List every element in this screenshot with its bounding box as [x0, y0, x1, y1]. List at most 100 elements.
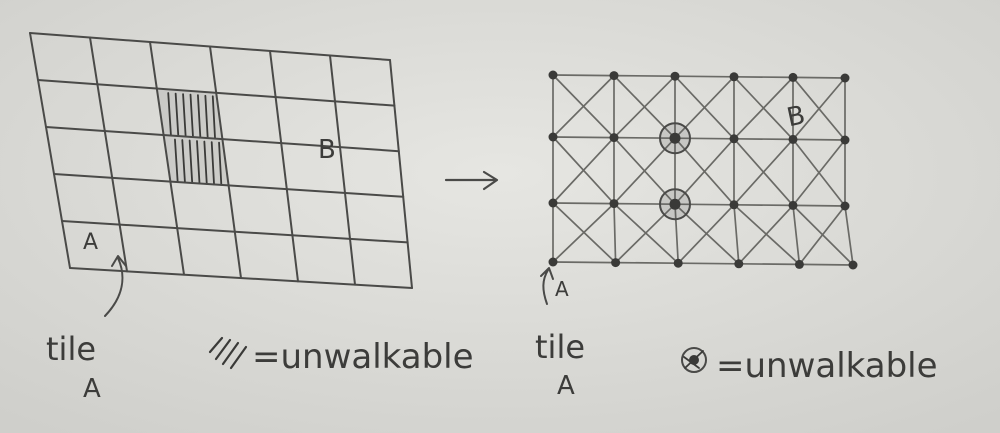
grid-column-line [269, 50, 299, 283]
right-legend-text: =unwalkable [716, 346, 938, 386]
unwalkable-hatched-tiles [156, 88, 229, 186]
grid-lines [29, 32, 413, 289]
grid-row-line [53, 173, 405, 198]
hatch-stroke [174, 138, 179, 183]
right-goal-label: B [784, 100, 808, 133]
hatch-stroke [189, 93, 194, 138]
graph-edge [674, 137, 735, 140]
left-start-pointer-icon [104, 255, 127, 317]
graph-edge [733, 137, 794, 141]
hatch-stroke [174, 92, 180, 137]
graph-diagonal-edge [737, 204, 794, 265]
graph-edge [552, 202, 615, 205]
left-goal-label: B [318, 135, 336, 165]
graph-node [548, 70, 558, 80]
graph-edge [613, 202, 617, 264]
graph-edge [674, 75, 735, 78]
arrow-right-icon [444, 170, 499, 191]
grid-column-line [389, 59, 413, 289]
graph-edge [613, 202, 676, 206]
grid-column-line [89, 36, 128, 273]
graph-node [788, 134, 798, 144]
graph-edge [552, 136, 615, 139]
graph-node [729, 134, 739, 144]
left-tile-letter: A [83, 374, 101, 404]
graph-edge [552, 74, 615, 77]
grid-row-line [37, 79, 396, 107]
graph-edge [674, 203, 735, 206]
unwalkable-node [669, 132, 681, 144]
graph-edge [798, 263, 854, 266]
graph-edge [613, 136, 676, 140]
graph-diagonal-edge [552, 74, 615, 138]
graph-node [548, 132, 558, 142]
hatch-stroke [197, 94, 202, 139]
graph-edge [552, 261, 617, 264]
graph-node [848, 260, 858, 270]
hatch-stroke [196, 140, 201, 185]
right-node-graph: B A [540, 70, 858, 305]
graph-edge [614, 261, 680, 265]
graph-node [609, 133, 619, 143]
graph-diagonal-edge [677, 203, 735, 265]
graph-node [788, 200, 798, 210]
graph-node [794, 259, 804, 269]
grid-column-line [149, 41, 185, 276]
crossed-node-legend-icon [681, 347, 707, 373]
grid-row-line [29, 32, 391, 61]
left-tile-grid: B A [29, 32, 413, 317]
graph-edge [674, 203, 680, 265]
graph-node [548, 198, 558, 208]
left-start-label: A [83, 230, 98, 255]
graph-edge [733, 203, 740, 265]
graph-edge [733, 203, 794, 207]
hatch-stroke [218, 141, 223, 186]
graph-node [734, 259, 744, 269]
graph-edge [792, 76, 846, 79]
grid-row-line [61, 220, 409, 244]
graph-edge [613, 74, 676, 78]
graph-diagonal-edge [792, 139, 846, 207]
graph-node [840, 135, 850, 145]
unwalkable-node [669, 198, 681, 210]
graph-diagonal-edge [613, 75, 676, 139]
grid-column-line [209, 45, 242, 279]
right-tile-letter: A [557, 371, 575, 401]
graph-node [673, 258, 683, 268]
graph-node [788, 72, 798, 82]
graph-node [611, 258, 621, 268]
graph-node [729, 200, 739, 210]
graph-edge [733, 75, 794, 79]
hatch-stroke [211, 95, 216, 140]
graph-node [840, 73, 850, 83]
right-start-pointer-icon [540, 267, 554, 305]
graph-diagonal-edge [792, 77, 846, 141]
graph-diagonal-edge [733, 76, 794, 140]
graph-diagonal-edge [733, 138, 794, 206]
hatch-stroke [204, 94, 209, 139]
graph-node [729, 72, 739, 82]
hatch-stroke [188, 139, 194, 184]
grid-row-line [45, 126, 400, 153]
grid-column-line [29, 32, 71, 269]
graph-node [840, 201, 850, 211]
graph-edge [677, 262, 740, 265]
graph-nodes [548, 70, 858, 270]
hatch-stroke [181, 139, 186, 184]
left-legend-text: =unwalkable [252, 337, 474, 377]
hatch-stroke [182, 93, 187, 138]
grid-column-line [329, 54, 356, 286]
graph-node [548, 257, 558, 267]
hatch-stroke [167, 92, 172, 137]
right-start-label: A [555, 277, 569, 301]
graph-edges [552, 74, 854, 266]
graph-edge [792, 138, 846, 141]
graph-diagonal-edge [798, 205, 846, 266]
grid-row-line [69, 267, 413, 289]
graph-diagonal-edge [614, 203, 676, 264]
graph-diagonal-edge [552, 202, 615, 263]
graph-node [670, 71, 680, 81]
right-tile-word: tile [535, 328, 585, 366]
